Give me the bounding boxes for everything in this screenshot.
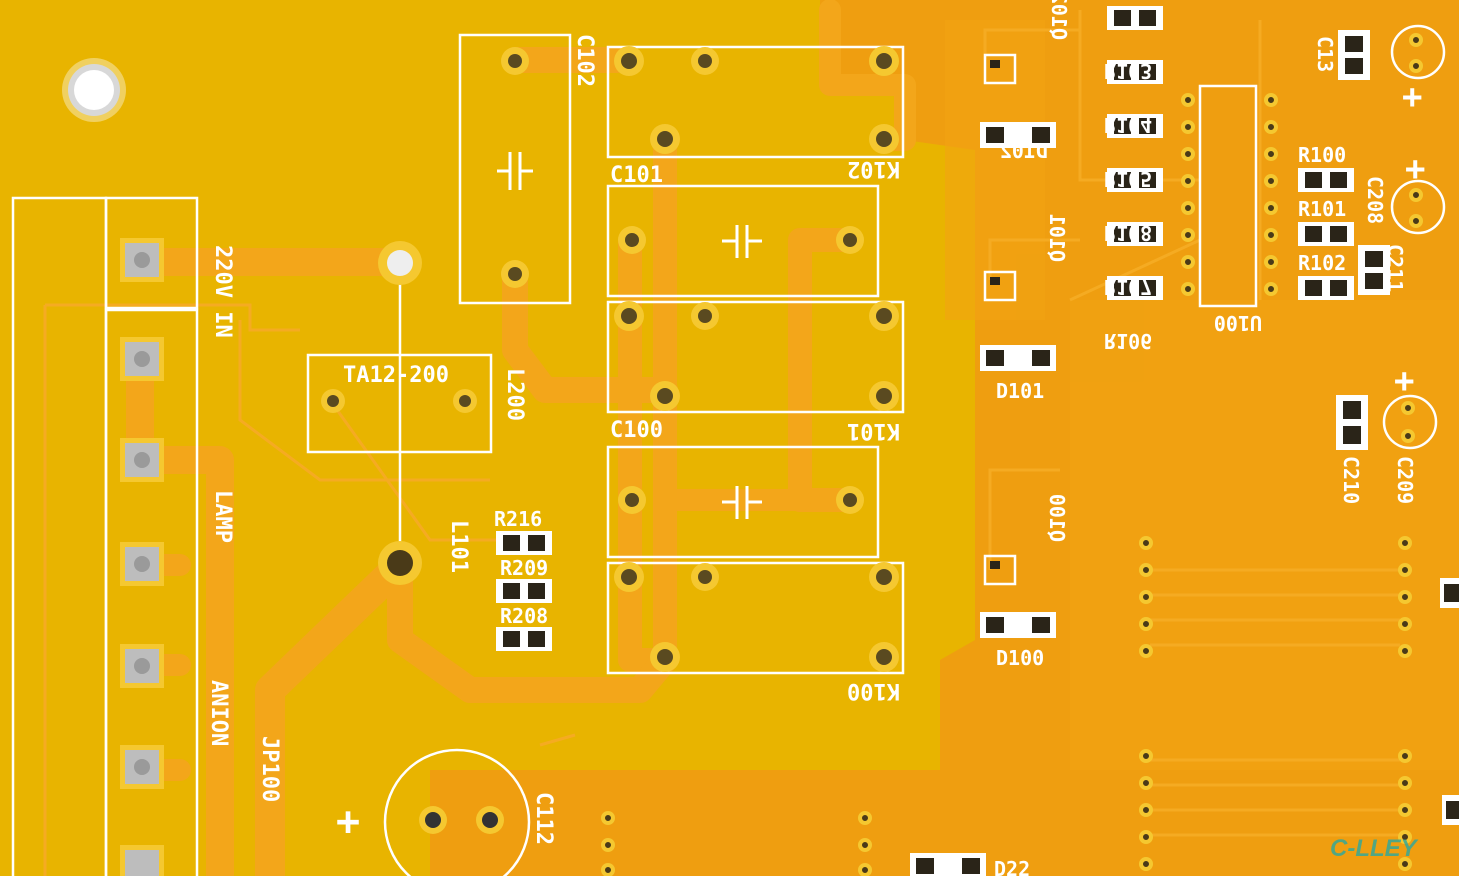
label-c112: C112 [531, 792, 556, 845]
label-q100: Q100 [1045, 494, 1069, 542]
label-d22: D22 [994, 857, 1030, 876]
label-r216: R216 [494, 507, 542, 531]
label-l200: L200 [502, 368, 527, 421]
label-r100: R100 [1298, 143, 1346, 167]
silkscreen-labels: C102 C101 K102 C100 K101 K100 TA12-200 L… [206, 0, 1425, 876]
label-c208: C208 [1363, 176, 1387, 224]
capacitor-symbol-icon [497, 152, 762, 519]
label-l101: L101 [446, 520, 471, 573]
label-c102: C102 [572, 34, 597, 87]
label-r103: R103 [1104, 59, 1152, 83]
label-c209: C209 [1393, 456, 1417, 504]
through-hole-pads [321, 46, 899, 834]
mounting-hole [62, 58, 126, 122]
label-k100: K100 [847, 678, 900, 703]
label-jp100: JP100 [257, 736, 282, 802]
label-r105: R105 [1104, 167, 1152, 191]
label-r106: R106 [1104, 329, 1152, 353]
label-c100: C100 [610, 418, 663, 443]
plus-mark: + [1402, 77, 1422, 117]
label-q102: Q102 [1047, 0, 1071, 40]
label-d101: D101 [996, 379, 1044, 403]
label-r102: R102 [1298, 251, 1346, 275]
smd-pads [496, 6, 1459, 876]
label-k101: K101 [847, 418, 900, 443]
label-d102: D102 [1000, 139, 1048, 163]
label-r209: R209 [500, 556, 548, 580]
label-220v-in: 220V IN [210, 245, 235, 338]
label-r104: R104 [1104, 113, 1152, 137]
label-u100: U100 [1214, 311, 1262, 335]
watermark-logo: C-LLEY [1330, 835, 1419, 862]
label-k102: K102 [847, 156, 900, 181]
label-c13: C13 [1313, 36, 1337, 72]
plus-mark: + [1405, 149, 1425, 189]
label-ta12-200: TA12-200 [343, 363, 449, 388]
label-r108: R108 [1104, 221, 1152, 245]
copper-pour-inner [945, 20, 1459, 770]
connector-pads [120, 238, 164, 876]
plus-mark: + [1394, 361, 1414, 401]
label-q101: Q101 [1045, 214, 1069, 262]
ic-pins [601, 33, 1423, 876]
silkscreen-outlines [11, 24, 1446, 876]
label-c211: C211 [1383, 244, 1407, 292]
label-r208: R208 [500, 604, 548, 628]
label-d100: D100 [996, 646, 1044, 670]
label-c101: C101 [610, 163, 663, 188]
label-r107: R107 [1104, 275, 1152, 299]
label-c210: C210 [1339, 456, 1363, 504]
label-anion: ANION [206, 680, 231, 746]
label-lamp: LAMP [210, 490, 235, 543]
signal-traces [43, 10, 1400, 876]
plus-mark: + [336, 799, 360, 845]
label-r101: R101 [1298, 197, 1346, 221]
